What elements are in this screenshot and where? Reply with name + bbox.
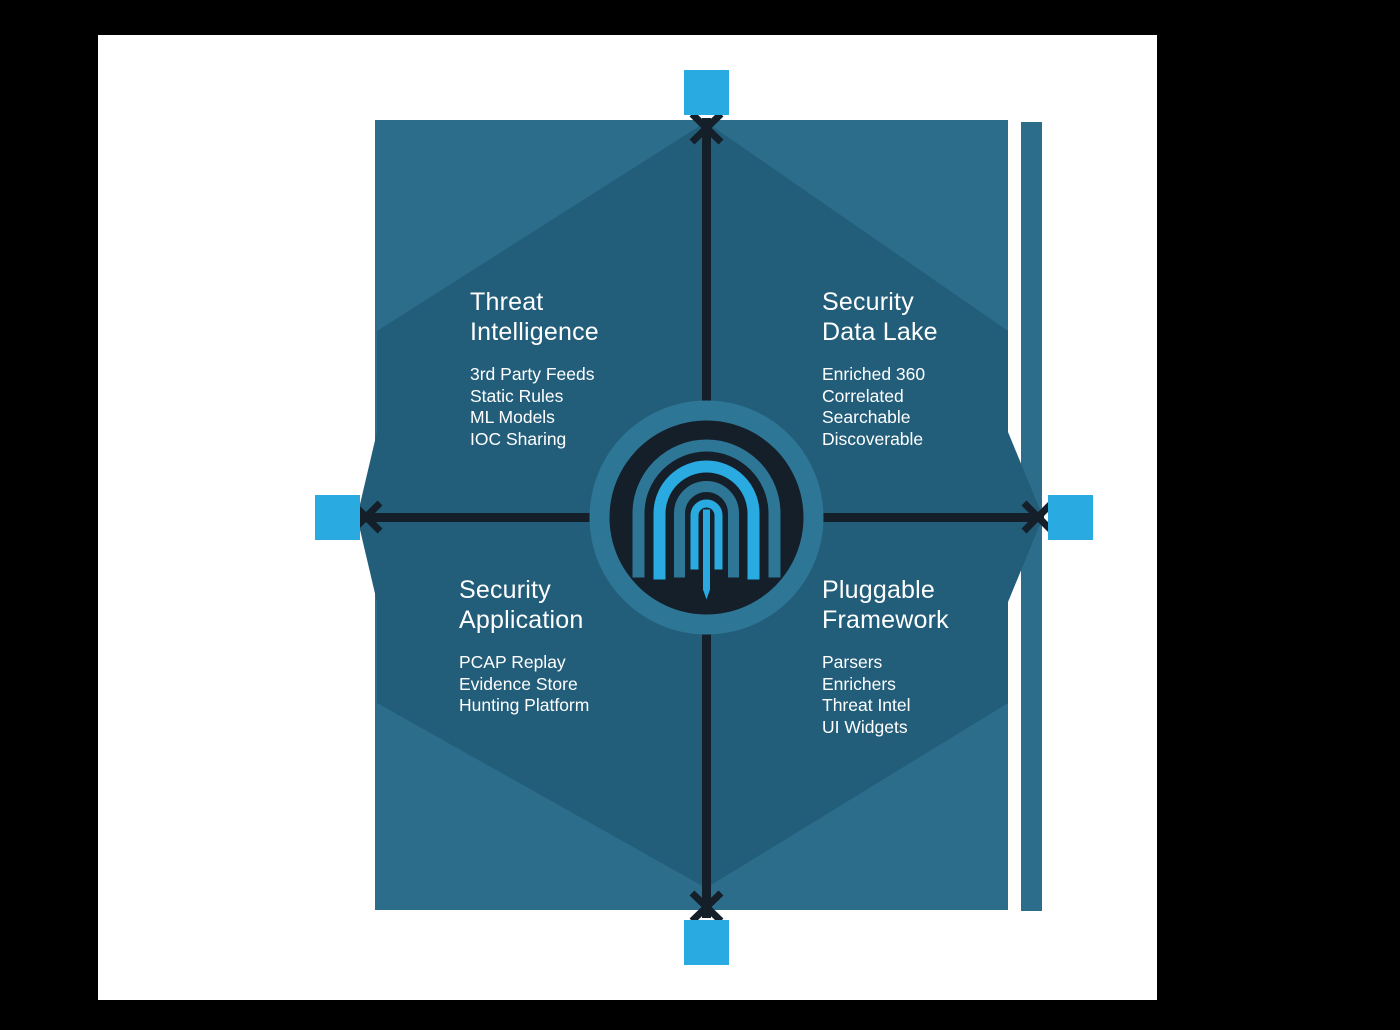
list-item: Enriched 360 (822, 364, 926, 384)
logo-arc-inner (674, 481, 739, 578)
list-item: Hunting Platform (459, 695, 590, 715)
list-item: 3rd Party Feeds (470, 364, 595, 384)
quadrant-title-security-application: Security Application (459, 575, 584, 635)
list-item: PCAP Replay (459, 652, 566, 672)
logo-m-stem (703, 509, 710, 600)
logo-arc-middle (653, 460, 760, 580)
list-item: Searchable (822, 407, 911, 427)
arrow-barb-right-icon (1021, 500, 1055, 534)
title-line: Application (459, 606, 584, 634)
quadrant-items-security-data-lake: Enriched 360 Correlated Searchable Disco… (822, 364, 925, 450)
list-item: Threat Intel (822, 695, 911, 715)
title-line: Data Lake (822, 318, 938, 346)
list-item: UI Widgets (822, 716, 908, 737)
marker-square-top (684, 70, 729, 115)
title-line: Security (459, 576, 551, 604)
marker-square-right (1048, 495, 1093, 540)
marker-square-left (315, 495, 360, 540)
quadrant-title-security-data-lake: Security Data Lake (822, 287, 938, 347)
title-line: Intelligence (470, 318, 599, 346)
arrow-barb-bottom-icon (689, 890, 724, 924)
list-item: Discoverable (822, 428, 924, 449)
list-item: IOC Sharing (470, 428, 567, 449)
metron-logo-icon (589, 400, 824, 635)
marker-square-bottom (684, 920, 729, 965)
list-item: Correlated (822, 385, 904, 406)
title-line: Threat (470, 288, 544, 316)
quadrant-title-threat-intelligence: Threat Intelligence (470, 287, 599, 347)
list-item: Static Rules (470, 385, 564, 406)
arrow-barb-top-icon (689, 111, 724, 145)
quadrant-items-security-application: PCAP Replay Evidence Store Hunting Platf… (459, 652, 589, 717)
list-item: Evidence Store (459, 673, 578, 694)
logo-m-arch (690, 499, 723, 570)
quadrant-items-pluggable-framework: Parsers Enrichers Threat Intel UI Widget… (822, 652, 911, 738)
title-line: Security (822, 288, 914, 316)
quadrant-title-pluggable-framework: Pluggable Framework (822, 575, 949, 635)
title-line: Framework (822, 606, 949, 634)
quadrant-items-threat-intelligence: 3rd Party Feeds Static Rules ML Models I… (470, 364, 595, 450)
logo-arc-outer (632, 439, 781, 578)
list-item: ML Models (470, 407, 555, 427)
title-line: Pluggable (822, 576, 936, 604)
list-item: Enrichers (822, 673, 896, 694)
list-item: Parsers (822, 652, 883, 672)
